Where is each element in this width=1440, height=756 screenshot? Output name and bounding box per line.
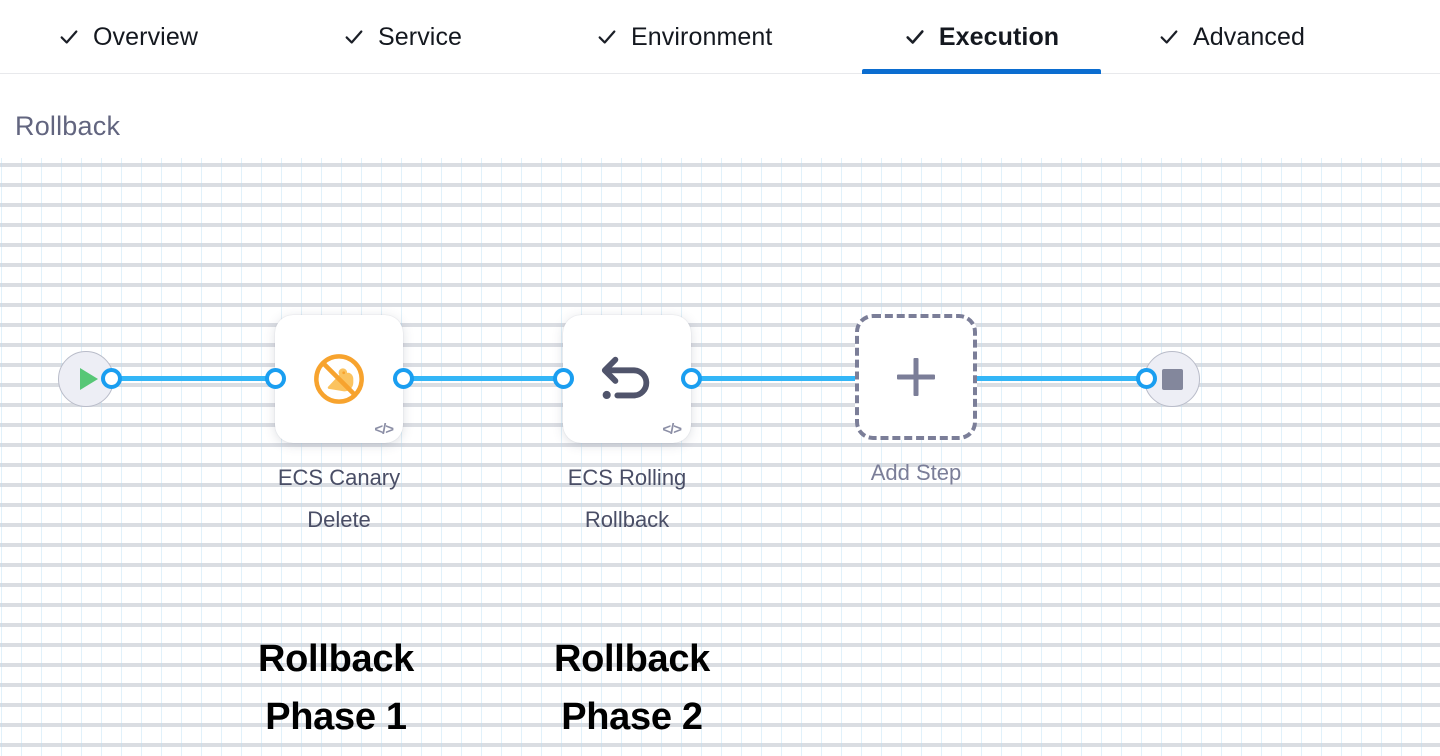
edge-step1-to-step2 [396,376,574,381]
page-title: Rollback [15,111,121,141]
annotation-rollback-phase-1: Rollback Phase 1 [186,631,486,747]
stop-icon [1161,368,1183,390]
annotation-line-1: Rollback [554,638,710,680]
plus-icon-vertical [913,358,919,396]
tab-overview[interactable]: Overview [40,0,216,74]
annotation-rollback-phase-2: Rollback Phase 2 [482,631,782,747]
tab-advanced[interactable]: Advanced [1140,0,1323,74]
annotation-line-1: Rollback [258,638,414,680]
annotation-line-2: Phase 1 [265,695,407,738]
connector-dot-step2-out[interactable] [681,368,702,389]
edge-step2-to-addstep [684,376,866,381]
active-tab-underline [862,69,1101,74]
step-label-line-2: Rollback [584,506,670,532]
check-icon [904,26,926,48]
edge-start-to-step1 [108,376,286,381]
code-badge-icon[interactable]: </> [374,421,394,438]
tab-execution[interactable]: Execution [862,0,1101,74]
connector-dot-step1-out[interactable] [393,368,414,389]
check-icon [343,26,365,48]
step-node-ecs-canary-delete[interactable]: </> [275,315,403,443]
tab-environment-label: Environment [631,22,773,51]
code-badge-icon[interactable]: </> [662,421,682,438]
add-step-button[interactable] [855,314,977,440]
check-icon [596,26,618,48]
wizard-tab-bar: Overview Service Environment Execution A… [0,0,1440,74]
canary-delete-icon [275,315,403,443]
step-node-ecs-rolling-rollback[interactable]: </> [563,315,691,443]
step-label-line-2: Delete [307,506,371,532]
tab-advanced-label: Advanced [1193,22,1305,51]
pipeline-graph: </> ECS Canary Delete </> ECS Rolling Ro… [0,75,1440,756]
check-icon [1158,26,1180,48]
check-icon [58,26,80,48]
step-label-line-1: ECS Rolling [567,465,687,490]
edge-addstep-to-end [972,376,1150,381]
add-step-label: Add Step [870,460,962,485]
annotation-line-2: Phase 2 [561,695,703,738]
connector-dot-start-out[interactable] [101,368,122,389]
tab-environment[interactable]: Environment [578,0,790,74]
pipeline-canvas[interactable]: Rollback </> ECS Canary [0,75,1440,756]
section-title-backdrop [0,75,1440,158]
tab-service[interactable]: Service [325,0,480,74]
tab-service-label: Service [378,22,463,51]
connector-dot-step1-in[interactable] [265,368,286,389]
rollback-undo-icon [563,315,691,443]
step-label-ecs-canary-delete: ECS Canary Delete [234,457,444,541]
step-label-line-1: ECS Canary [277,465,401,490]
connector-dot-end-in[interactable] [1136,368,1157,389]
step-label-ecs-rolling-rollback: ECS Rolling Rollback [522,457,732,541]
tab-overview-label: Overview [93,22,198,51]
tab-execution-label: Execution [938,22,1060,51]
play-icon [79,368,98,390]
connector-dot-step2-in[interactable] [553,368,574,389]
